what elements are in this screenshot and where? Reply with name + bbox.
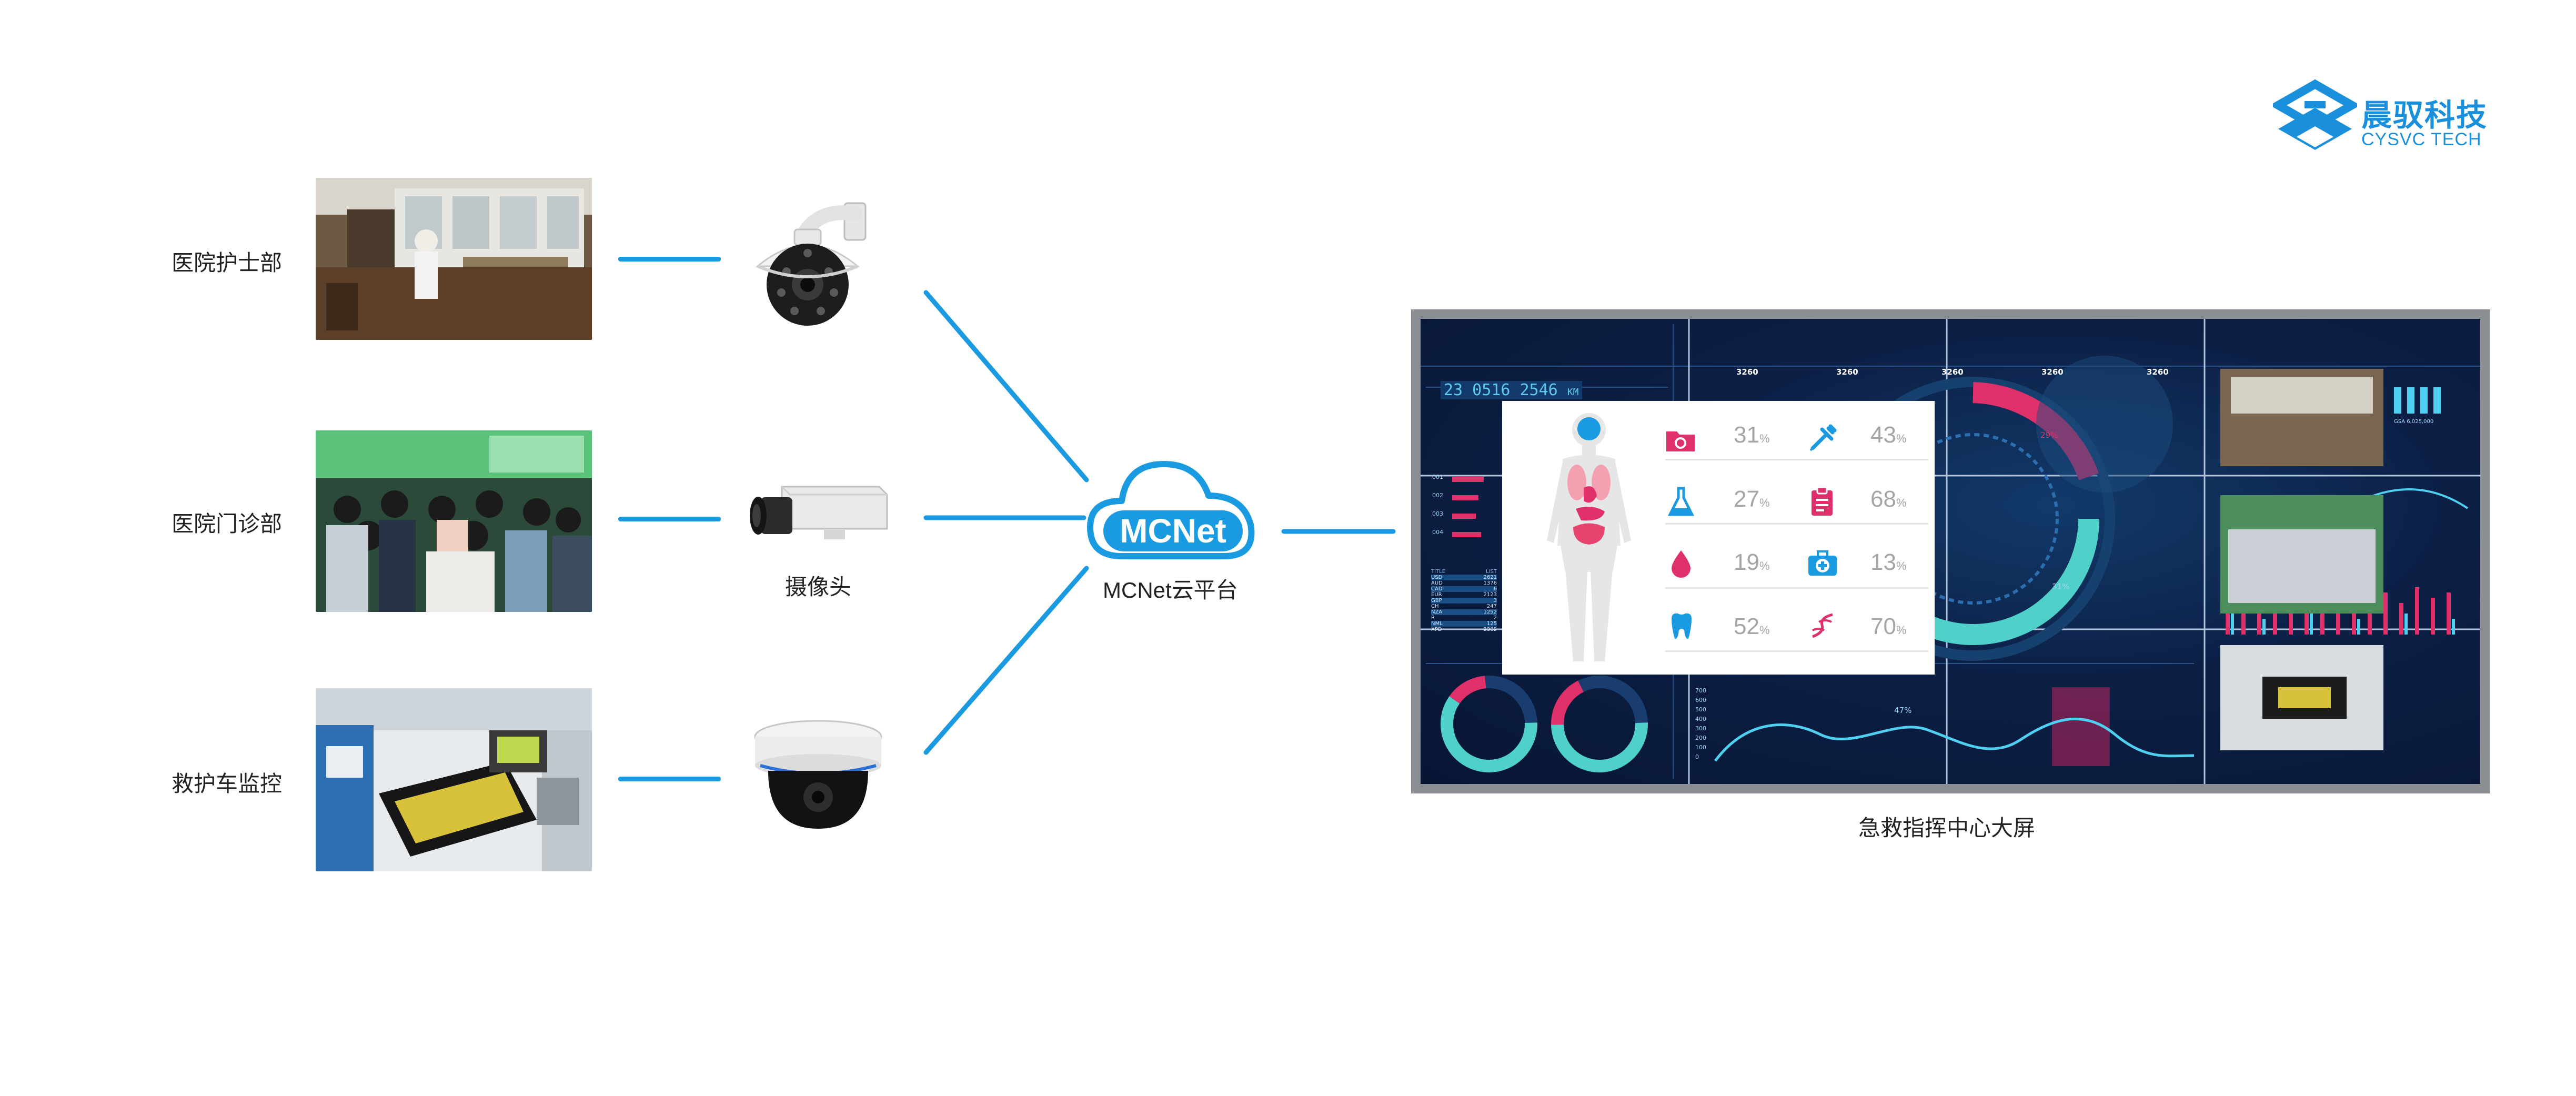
stat-value: 43%: [1870, 422, 1907, 448]
mcnet-cloud-icon: MCNet: [1085, 443, 1264, 569]
dome-camera-icon: [747, 718, 889, 839]
source-label-ambulance: 救护车监控: [172, 771, 283, 796]
mcnet-badge-text: MCNet: [1120, 512, 1226, 550]
bar-label: 003: [1432, 510, 1443, 517]
axis-tick: 500: [1695, 706, 1706, 713]
header-stat-3: 3260: [1941, 367, 1964, 377]
tooth-icon: [1672, 613, 1692, 639]
axis-tick: 0: [1695, 753, 1699, 760]
syringe-icon: [1809, 424, 1837, 451]
link-ambulance-camera: [618, 777, 721, 781]
stat-divider: [1665, 459, 1928, 460]
blood-drop-icon: [1672, 550, 1690, 578]
screen-display: 23 0516 2546 KM 3260 3260 3260 3260 3260…: [1421, 319, 2480, 784]
mcnet-badge: MCNet: [1103, 510, 1243, 551]
ptz-dome-camera-icon: [747, 193, 887, 327]
stat-divider: [1665, 650, 1928, 652]
command-center-screen: 23 0516 2546 KM 3260 3260 3260 3260 3260…: [1411, 309, 2490, 793]
human-body-icon: [1547, 413, 1631, 661]
nursing-station-photo: [316, 178, 592, 340]
distance-counter-unit: KM: [1567, 387, 1579, 398]
stat-divider: [1665, 523, 1928, 525]
logo-mark-icon: [2273, 79, 2357, 150]
header-stat-2: 3260: [1836, 367, 1858, 377]
ambulance-interior-photo: [316, 688, 592, 871]
medical-folder-icon: [1666, 431, 1695, 451]
axis-tick: 600: [1695, 697, 1706, 703]
source-label-nursing: 医院护士部: [172, 250, 283, 275]
bar-label: 001: [1432, 474, 1443, 480]
dna-icon: [1812, 613, 1833, 638]
gauge-percent-bottom: 31%: [2052, 582, 2070, 591]
source-label-outpatient: 医院门诊部: [172, 511, 283, 536]
axis-tick: 200: [1695, 735, 1706, 741]
stat-value: 13%: [1870, 549, 1907, 575]
wave-marker: 47%: [1894, 706, 1912, 715]
stat-value: 70%: [1870, 614, 1907, 639]
first-aid-kit-icon: [1808, 550, 1837, 576]
bar-label: 004: [1432, 529, 1443, 536]
stat-divider: [1665, 587, 1928, 589]
bar-label: 002: [1432, 492, 1443, 499]
stat-value: 19%: [1734, 549, 1770, 575]
header-stat-1: 3260: [1736, 367, 1758, 377]
camera-label: 摄像头: [785, 575, 852, 599]
cloud-platform-label: MCNet云平台: [1103, 578, 1238, 602]
screen-label: 急救指挥中心大屏: [1858, 816, 2036, 840]
medical-stats-panel: 31% 43% 27% 68% 19%: [1502, 401, 1935, 675]
axis-tick: 100: [1695, 744, 1706, 751]
axis-tick: 300: [1695, 725, 1706, 732]
link-outpatient-camera: [618, 517, 721, 521]
axis-tick: 400: [1695, 716, 1706, 722]
logo-name-en: CYSVC TECH: [2361, 129, 2482, 149]
flask-icon: [1668, 487, 1694, 516]
link-nursing-camera: [618, 257, 721, 262]
wave-axis: 700 600 500 400 300 200 100 0: [1695, 687, 1716, 763]
logo-name-cn: 晨驭科技: [2361, 98, 2488, 133]
stat-value: 52%: [1734, 614, 1770, 639]
clipboard-icon: [1812, 486, 1833, 516]
gauge-percent-top: 29%: [2040, 430, 2058, 440]
distance-counter: 23 0516 2546 KM: [1441, 381, 1582, 399]
screen-grid: [1421, 319, 2480, 784]
box-camera-icon: [745, 476, 892, 555]
stat-value: 27%: [1734, 486, 1770, 512]
header-stat-5: 3260: [2147, 367, 2169, 377]
axis-tick: 700: [1695, 687, 1706, 694]
outpatient-hall-photo: [316, 430, 592, 612]
distance-counter-value: 23 0516 2546: [1444, 381, 1558, 399]
company-logo: 晨驭科技 CYSVC TECH: [2273, 79, 2515, 168]
stat-value: 68%: [1870, 486, 1907, 512]
right-panel-caption: GSA 6,025,000: [2394, 419, 2434, 425]
header-stat-4: 3260: [2041, 367, 2064, 377]
stat-value: 31%: [1734, 422, 1770, 448]
